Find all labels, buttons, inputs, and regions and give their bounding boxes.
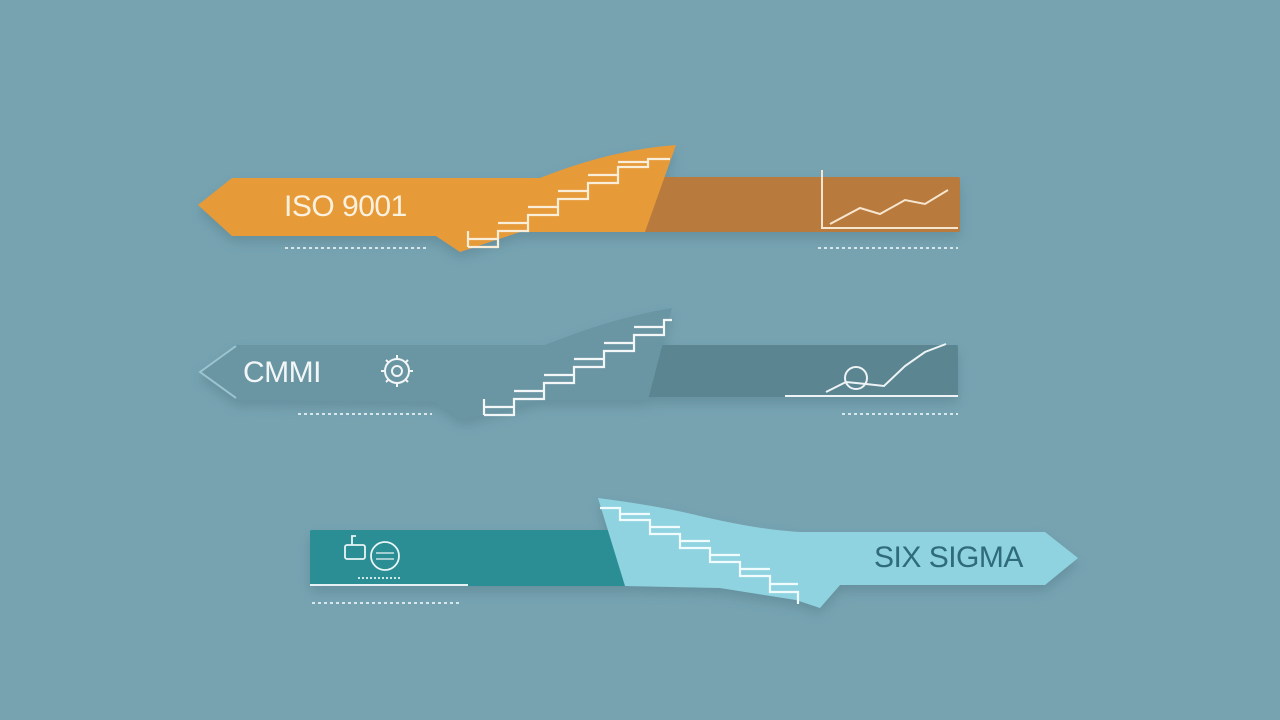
cmmi-label: CMMI — [243, 356, 321, 389]
cmmi-growth-chart-icon — [785, 343, 958, 397]
cmmi-staircase-icon — [482, 318, 672, 417]
cmmi-arrow-outline — [198, 345, 237, 399]
six-sigma-banner — [310, 498, 1078, 608]
six-sigma-staircase-icon — [600, 506, 800, 604]
six-sigma-arrow — [598, 498, 1078, 608]
iso-9001-label: ISO 9001 — [284, 190, 407, 223]
iso-9001-banner — [198, 145, 960, 252]
six-sigma-tail-bar — [310, 530, 630, 586]
gear-icon — [381, 355, 413, 387]
six-sigma-label: SIX SIGMA — [874, 541, 1023, 574]
iso-9001-arrow — [198, 145, 676, 252]
cmmi-tail-bar — [612, 345, 958, 397]
iso-9001-tail-bar — [610, 177, 960, 232]
iso-9001-staircase-icon — [466, 157, 670, 249]
iso-9001-line-chart-icon — [821, 170, 958, 229]
cmmi-arrow — [198, 308, 672, 420]
six-sigma-process-icon — [344, 535, 400, 579]
